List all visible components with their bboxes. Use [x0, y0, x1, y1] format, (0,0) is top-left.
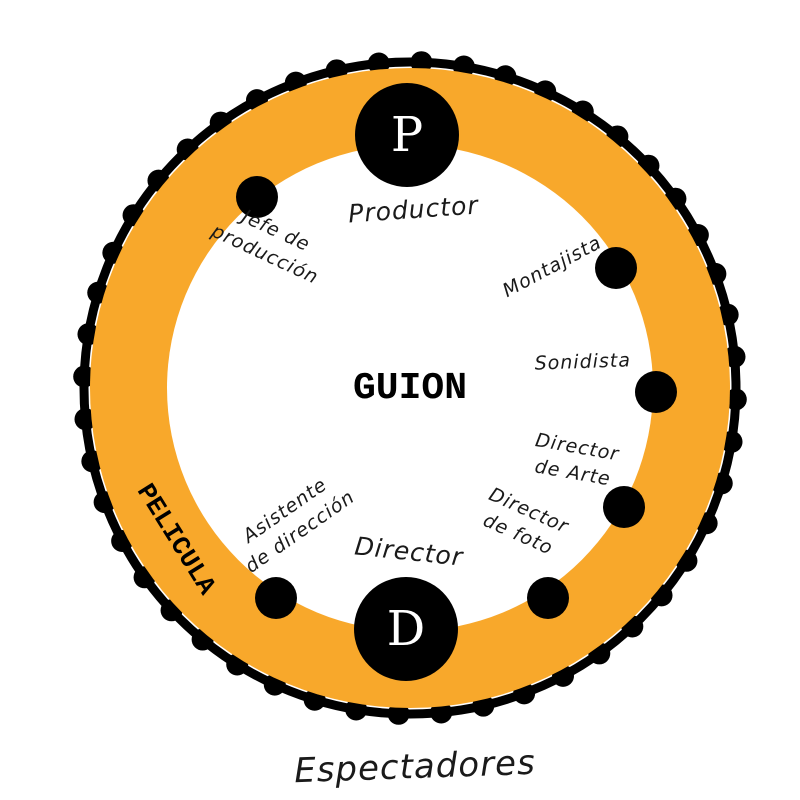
chain-bead	[367, 52, 390, 75]
node-director: D	[354, 577, 458, 681]
chain-bead	[724, 388, 747, 411]
director-circle	[354, 577, 458, 681]
node-asistente-de-direccion	[255, 577, 297, 619]
node-sonidista	[635, 371, 677, 413]
node-jefe-de-produccion	[236, 176, 278, 218]
chain-band	[79, 57, 741, 719]
chain-bead	[410, 51, 433, 74]
chain-bead	[387, 702, 410, 725]
chain-bead	[73, 365, 96, 388]
guion-area	[167, 145, 653, 631]
crew-nodes	[236, 176, 677, 619]
outer-label-espectadores: Espectadores	[294, 743, 537, 791]
label-line: Sonidista	[534, 349, 631, 374]
node-montajista	[595, 247, 637, 289]
center-label-guion: GUION	[353, 367, 467, 410]
chain-bead	[74, 408, 97, 431]
node-director-de-foto	[527, 577, 569, 619]
director-letter: D	[387, 601, 425, 657]
node-productor: P	[355, 83, 459, 187]
label-sonidista: Sonidista	[534, 349, 631, 374]
node-director-de-arte	[603, 486, 645, 528]
chain-bead	[430, 701, 453, 724]
key-role-nodes: PD	[354, 83, 459, 681]
productor-circle	[355, 83, 459, 187]
productor-letter: P	[391, 107, 423, 163]
chain-bead	[723, 345, 746, 368]
